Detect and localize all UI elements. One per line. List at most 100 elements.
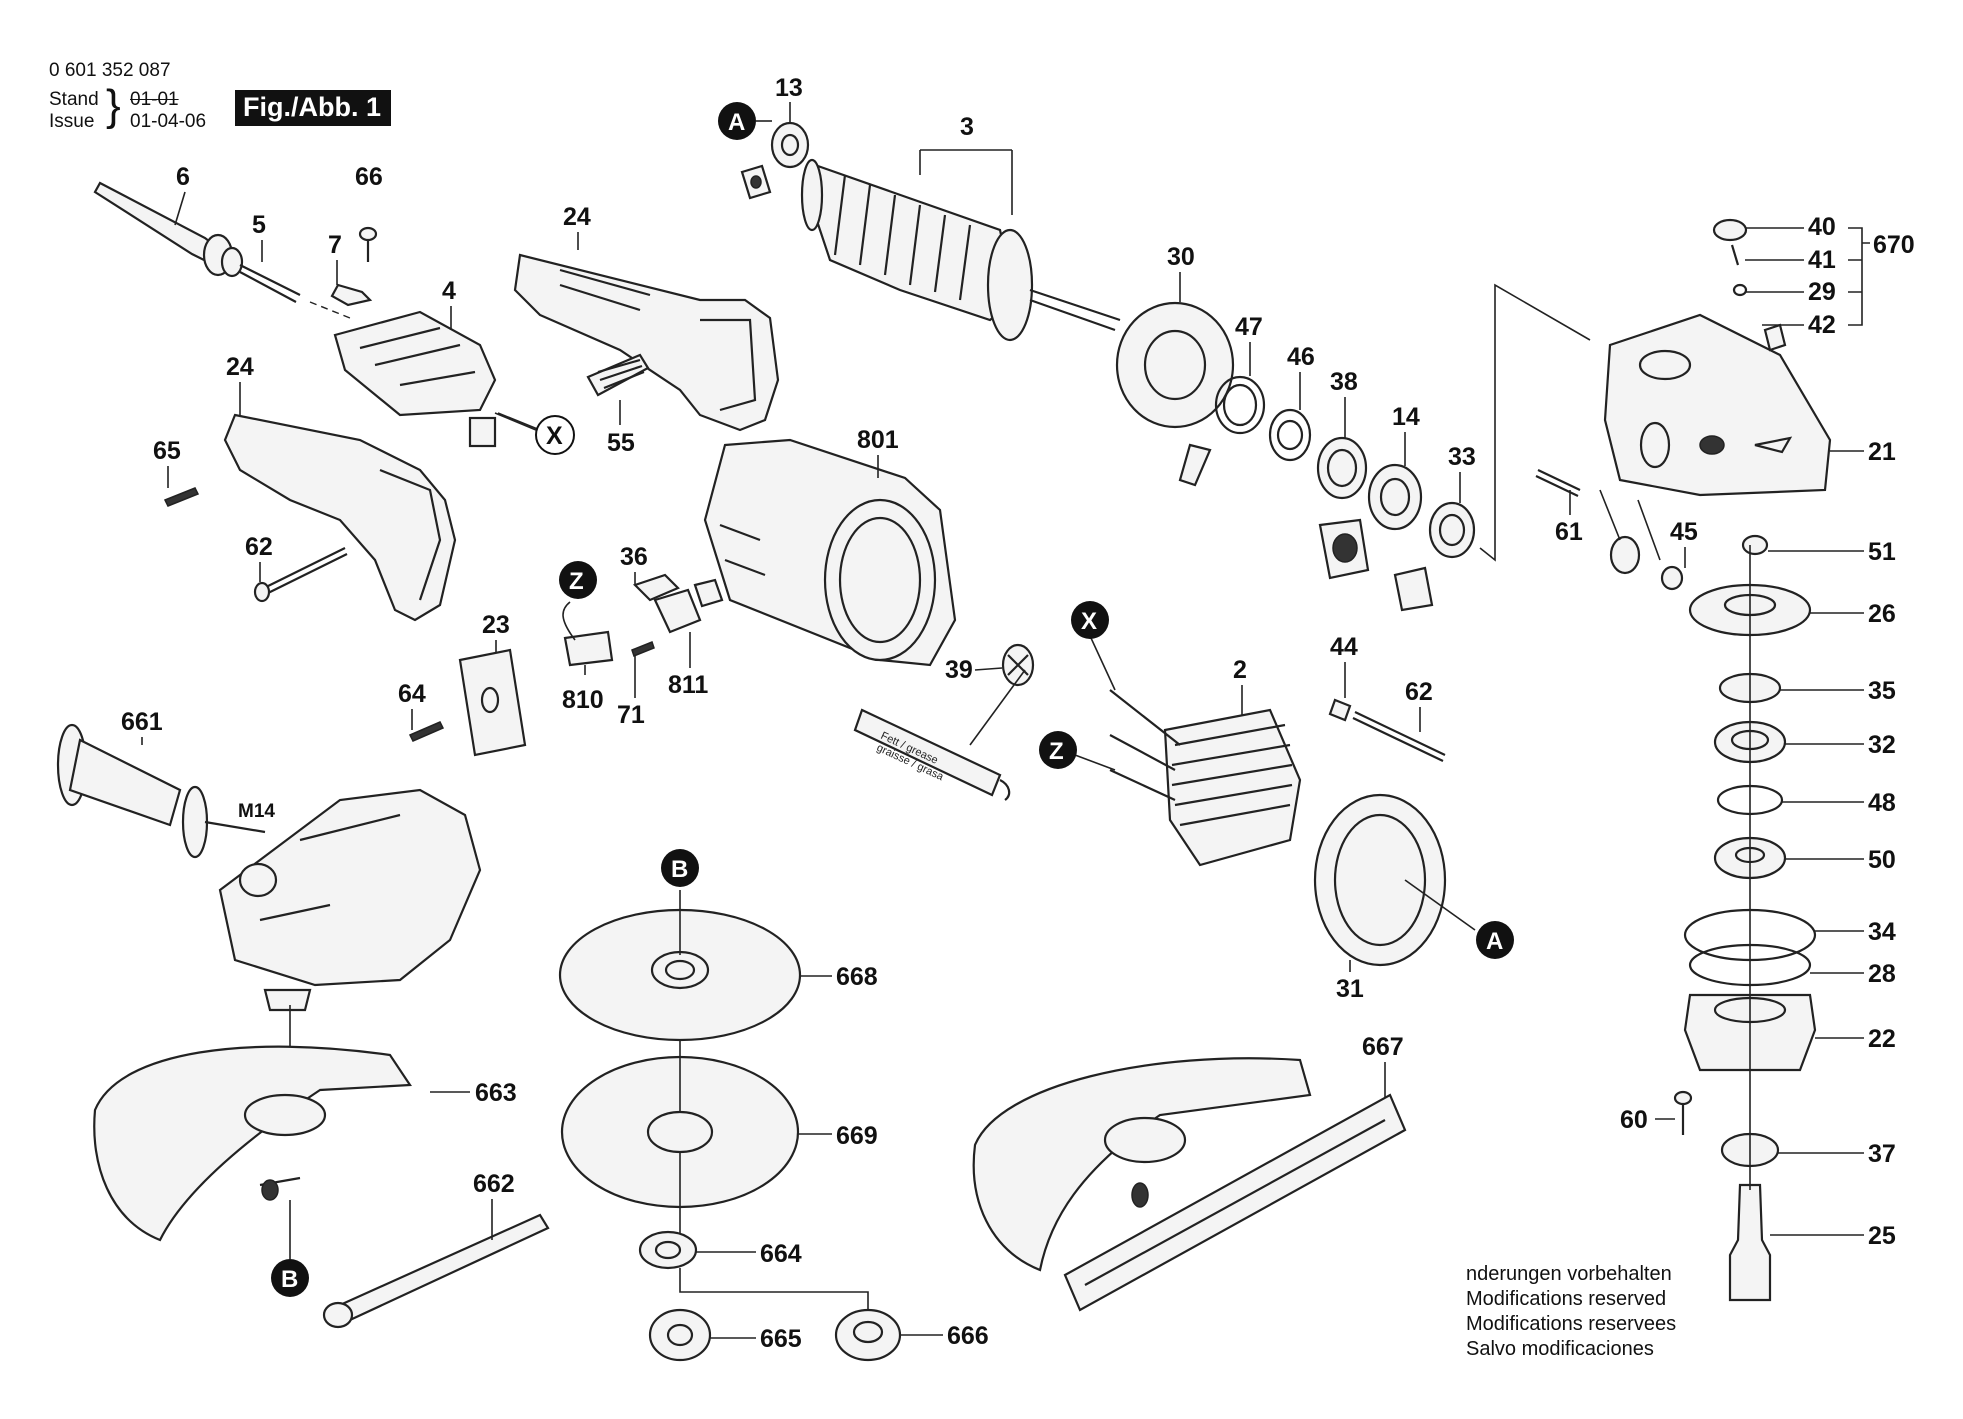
label-44: 44 [1330, 633, 1358, 661]
label-50: 50 [1868, 846, 1896, 874]
label-35: 35 [1868, 677, 1896, 705]
svg-text:A: A [728, 109, 745, 136]
label-669: 669 [836, 1122, 878, 1150]
armature-drawing [800, 158, 1121, 342]
callout-b-bottom: B [271, 1259, 309, 1297]
handle-half-upper-drawing [513, 253, 780, 432]
label-71: 71 [617, 701, 645, 729]
handle-half-lower-drawing [223, 413, 457, 622]
label-7: 7 [328, 231, 342, 259]
screws-62-44-drawing [1328, 698, 1446, 762]
issue-label: Issue [49, 111, 95, 132]
label-41: 41 [1808, 246, 1836, 274]
label-48: 48 [1868, 789, 1896, 817]
gear-head-21-drawing [1603, 313, 1832, 497]
label-34: 34 [1868, 918, 1896, 946]
svg-text:A: A [1486, 928, 1503, 955]
bearing-33-drawing [1428, 501, 1476, 559]
retaining-ring-47-drawing [1214, 375, 1266, 435]
screw-64-drawing [408, 721, 445, 742]
note-line: Modifications reserved [1466, 1288, 1667, 1310]
screw-60-drawing [1673, 1090, 1693, 1135]
guard-663-drawing [93, 1045, 412, 1242]
figure-label: Fig./Abb. 1 [235, 90, 391, 126]
label-664: 664 [760, 1240, 802, 1268]
cover-23-drawing [458, 648, 527, 757]
brush-holders-drawing [632, 573, 724, 634]
ring-31-drawing [1313, 793, 1447, 967]
label-22: 22 [1868, 1025, 1896, 1053]
label-55: 55 [607, 429, 635, 457]
svg-text:Z: Z [1049, 738, 1064, 765]
label-23: 23 [482, 611, 510, 639]
slider-55-drawing [586, 353, 650, 397]
pin-47-drawing [1178, 443, 1212, 487]
retainer-A-drawing [740, 164, 772, 200]
label-26: 26 [1868, 600, 1896, 628]
label-5: 5 [252, 211, 266, 239]
label-13: 13 [775, 74, 803, 102]
part-labels: 13 3 6 66 5 7 4 24 24 65 62 55 30 47 46 … [121, 74, 1915, 1353]
cable-clamp-drawing [330, 283, 373, 307]
label-810: 810 [562, 686, 604, 714]
svg-text:Z: Z [569, 568, 584, 595]
callout-z-top: Z [559, 561, 597, 599]
washer-46-drawing [1268, 408, 1312, 462]
spindle-25-drawing [1728, 1183, 1772, 1302]
label-29: 29 [1808, 278, 1836, 306]
note-line: Salvo modificaciones [1466, 1338, 1654, 1360]
label-661: 661 [121, 708, 163, 736]
pinion-45-drawing [1609, 535, 1684, 591]
label-62-right: 62 [1405, 678, 1433, 706]
label-64: 64 [398, 680, 426, 708]
svg-text:B: B [281, 1266, 298, 1293]
svg-text:B: B [671, 856, 688, 883]
label-665: 665 [760, 1325, 802, 1353]
callout-a-top: A [718, 102, 756, 140]
issue-date: 01-04-06 [130, 111, 207, 132]
assembled-grinder-drawing [218, 788, 482, 1012]
label-21: 21 [1868, 438, 1896, 466]
bearing-51-drawing [1741, 534, 1769, 556]
label-30: 30 [1167, 243, 1195, 271]
label-m14: M14 [238, 801, 275, 822]
stand-label: Stand [49, 89, 99, 110]
label-3: 3 [960, 113, 974, 141]
label-668: 668 [836, 963, 878, 991]
label-14: 14 [1392, 403, 1420, 431]
fan-39-drawing [1001, 643, 1035, 687]
label-51: 51 [1868, 538, 1896, 566]
label-65: 65 [153, 437, 181, 465]
label-42: 42 [1808, 311, 1836, 339]
label-60: 60 [1620, 1106, 1648, 1134]
label-32: 32 [1868, 731, 1896, 759]
callout-x-top: X [535, 415, 575, 455]
flange-664-drawing [638, 1230, 698, 1270]
screw-65-drawing [163, 487, 200, 507]
screw-61-drawing [1535, 469, 1581, 497]
note-line: Modifications reservees [1466, 1313, 1677, 1335]
label-666: 666 [947, 1322, 989, 1350]
label-45: 45 [1670, 518, 1698, 546]
modification-notes: nderungen vorbehalten Modifications rese… [1466, 1262, 1676, 1362]
brace-icon: } [106, 81, 121, 130]
label-66: 66 [355, 163, 383, 191]
cutting-guard-667-drawing [972, 1057, 1407, 1312]
seal-icons-drawing [1318, 518, 1434, 612]
label-61: 61 [1555, 518, 1583, 546]
label-47: 47 [1235, 313, 1263, 341]
bearing-plate-30-drawing [1115, 301, 1235, 429]
label-36: 36 [620, 543, 648, 571]
label-37: 37 [1868, 1140, 1896, 1168]
screw-66-drawing [358, 226, 378, 262]
callout-a-bottom: A [1476, 921, 1514, 959]
sleeve-38-drawing [1316, 436, 1368, 500]
label-33: 33 [1448, 443, 1476, 471]
part-number: 0 601 352 087 [49, 60, 171, 81]
switch-drawing [333, 310, 497, 448]
label-31: 31 [1336, 975, 1364, 1003]
label-667: 667 [1362, 1033, 1404, 1061]
label-4: 4 [442, 277, 456, 305]
quick-nut-666-drawing [834, 1308, 902, 1362]
